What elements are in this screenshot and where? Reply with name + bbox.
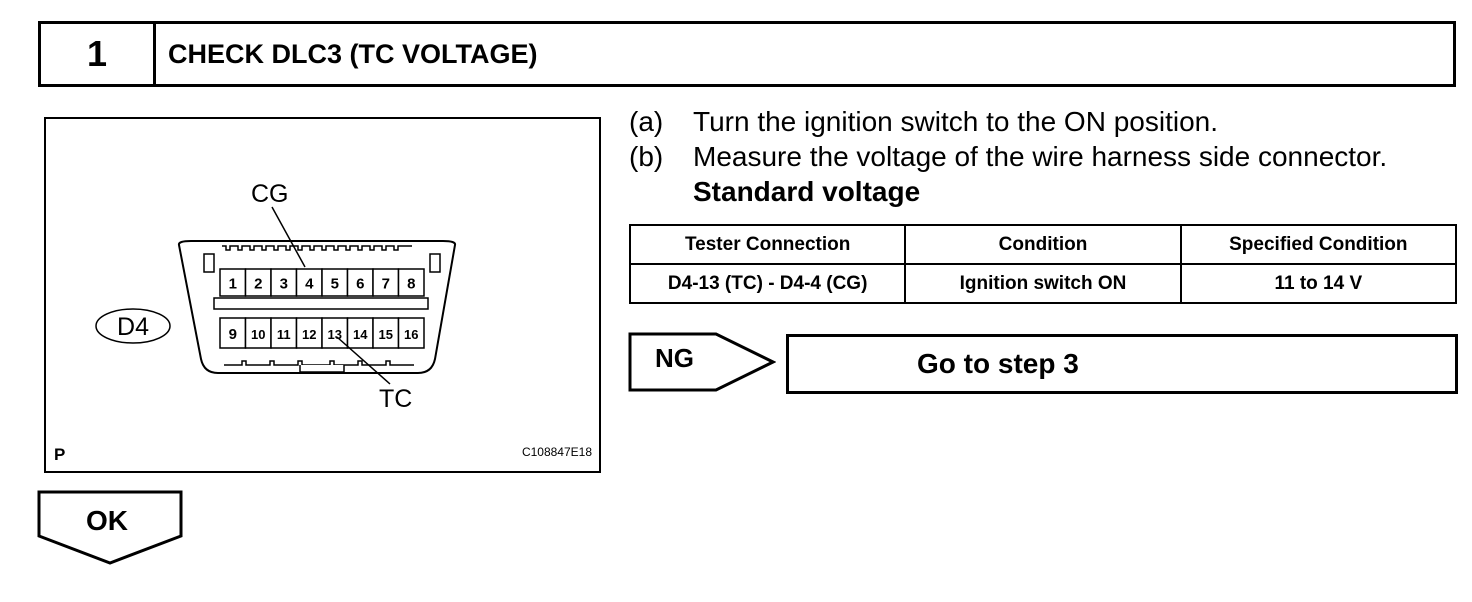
pin-cell — [397, 268, 425, 297]
pin-cell — [295, 268, 323, 297]
pin-cell — [244, 268, 272, 297]
header-condition: Condition — [904, 224, 1182, 265]
instruction-b: (b) Measure the voltage of the wire harn… — [629, 139, 1387, 174]
guide-key-left — [203, 253, 215, 273]
cell-condition: Ignition switch ON — [904, 263, 1182, 304]
standard-voltage-label: Standard voltage — [693, 176, 921, 207]
connector-id-ellipse — [95, 308, 171, 344]
pin-label: 9 — [229, 326, 237, 343]
pin-cell — [372, 317, 400, 349]
cell-tester-connection: D4-13 (TC) - D4-4 (CG) — [628, 263, 907, 304]
connector-id-label: D4 — [117, 313, 149, 341]
pin-label: 10 — [251, 327, 265, 342]
instruction-key: (a) — [629, 106, 664, 137]
callout-cg-leader — [271, 206, 306, 268]
pin-cell — [295, 317, 323, 349]
pin-label: 11 — [277, 327, 291, 342]
step-number: 1 — [41, 24, 156, 84]
connector-shell — [177, 240, 457, 374]
pin-separator-bar — [213, 297, 429, 310]
ng-arrow-badge — [628, 332, 776, 392]
ng-label: NG — [655, 343, 694, 373]
figure-id: C108847E18 — [521, 445, 592, 459]
pin-cell — [270, 317, 298, 349]
instruction-text: Measure the voltage of the wire harness … — [693, 141, 1388, 172]
go-to-step-box[interactable]: Go to step 3 — [786, 334, 1458, 394]
guide-key-right — [429, 253, 441, 273]
header-specified-condition: Specified Condition — [1179, 224, 1458, 265]
pin-label: 7 — [382, 276, 390, 293]
callout-tc: TC — [379, 385, 412, 413]
cell-specified-condition: 11 to 14 V — [1179, 263, 1458, 304]
spec-table: Tester Connection Condition Specified Co… — [628, 224, 1458, 304]
pin-cell — [346, 317, 374, 349]
step-title: CHECK DLC3 (TC VOLTAGE) — [168, 38, 538, 69]
pin-label: 3 — [280, 276, 288, 293]
pin-label: 5 — [331, 276, 339, 293]
pin-label: 15 — [379, 327, 393, 342]
latch-tab — [299, 365, 345, 373]
spec-table-header: Tester Connection Condition Specified Co… — [628, 224, 1458, 265]
instruction-text: Turn the ignition switch to the ON posit… — [693, 106, 1218, 137]
pin-label: 8 — [407, 276, 415, 293]
pin-label: 16 — [404, 327, 418, 342]
instruction-key: (b) — [629, 141, 664, 172]
step-header: 1 CHECK DLC3 (TC VOLTAGE) — [38, 21, 1456, 87]
pin-cell — [244, 317, 272, 349]
callout-tc-leader — [336, 336, 391, 385]
instructions: (a) Turn the ignition switch to the ON p… — [629, 104, 1387, 209]
table-row: D4-13 (TC) - D4-4 (CG) Ignition switch O… — [628, 263, 1458, 304]
top-ridge — [222, 245, 412, 251]
pin-label: 6 — [356, 276, 364, 293]
pin-label: 2 — [254, 276, 262, 293]
pin-label: 1 — [229, 276, 237, 293]
go-to-step-label: Go to step 3 — [917, 348, 1079, 379]
figure-corner-mark: P — [54, 445, 66, 464]
ok-label: OK — [86, 505, 128, 536]
ok-arrow-badge — [37, 490, 183, 565]
callout-cg: CG — [251, 180, 289, 208]
pin-label: 14 — [353, 327, 368, 342]
pin-cell — [346, 268, 374, 297]
bottom-ridge — [224, 360, 414, 366]
pin-label: 4 — [305, 276, 314, 293]
header-tester-connection: Tester Connection — [628, 224, 907, 265]
instruction-a: (a) Turn the ignition switch to the ON p… — [629, 104, 1387, 139]
pin-cell — [219, 317, 247, 349]
pin-cell — [397, 317, 425, 349]
pin-label: 12 — [302, 327, 316, 342]
